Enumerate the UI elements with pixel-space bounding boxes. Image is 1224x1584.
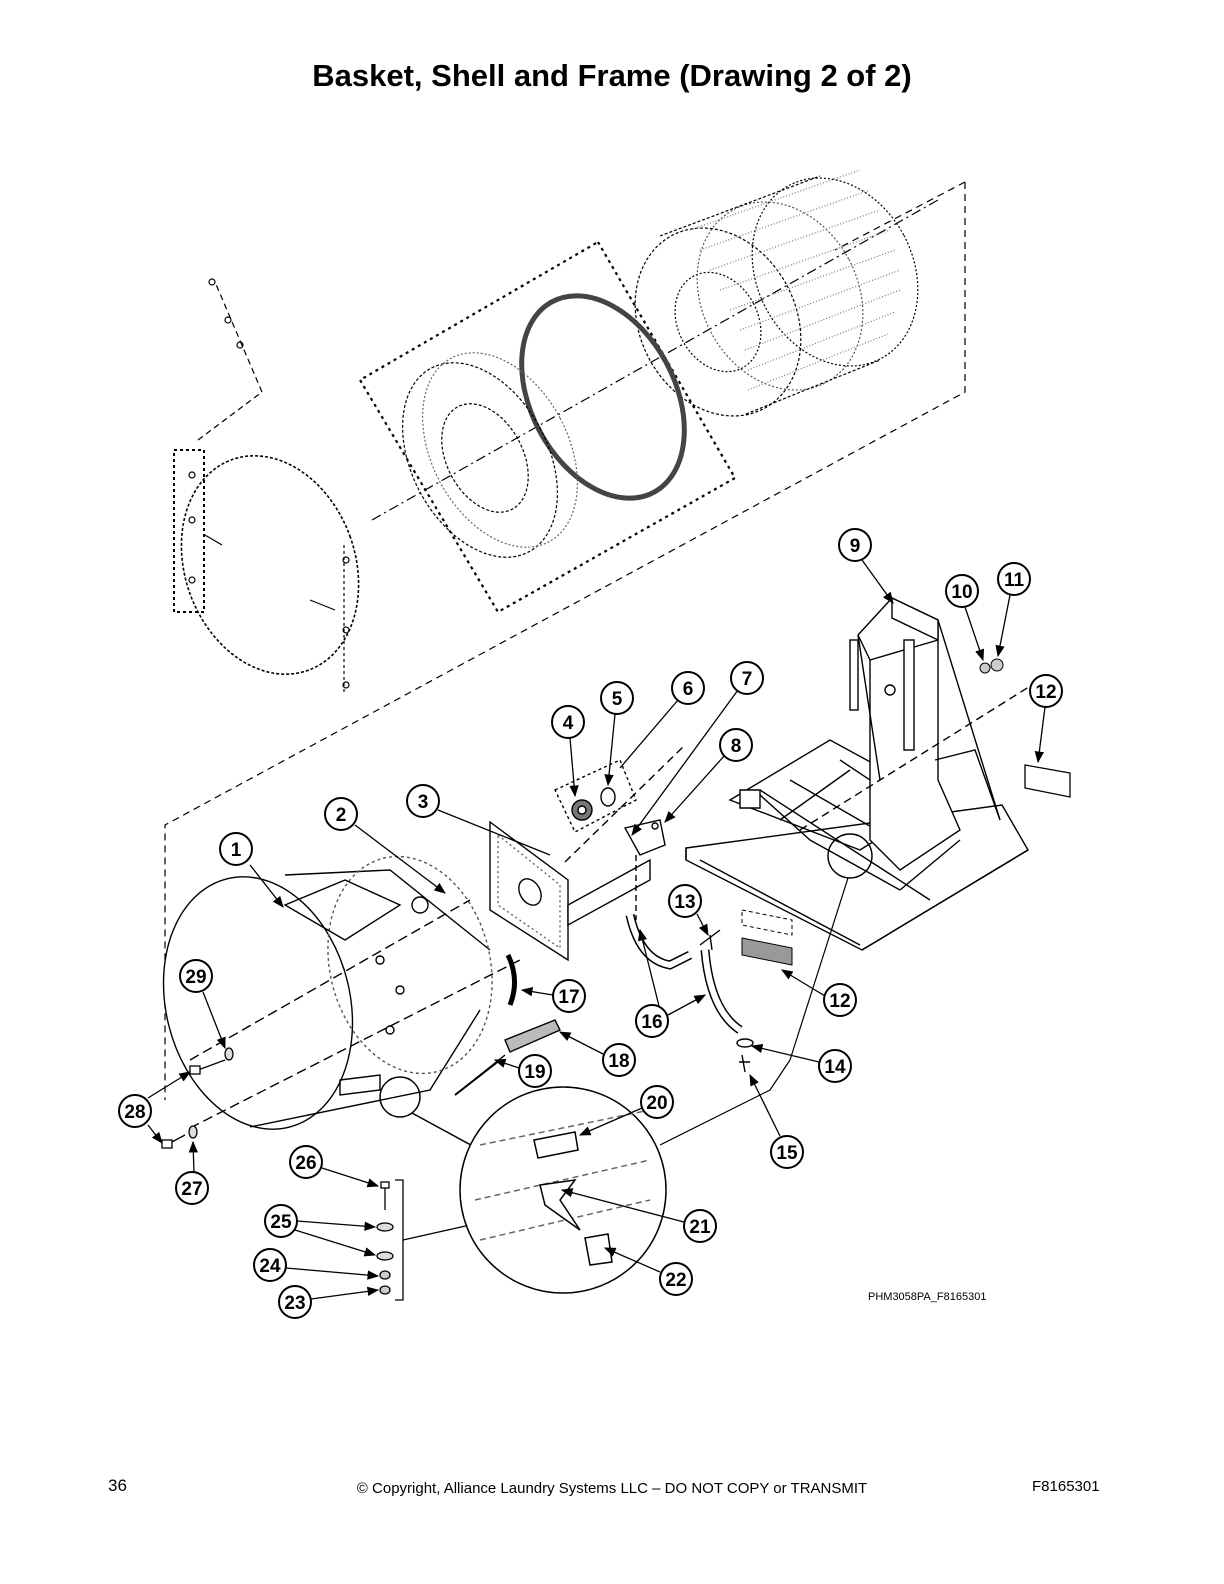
callouts: 1 2 3 4 5 6 7 8 9 10 11 12 12 13 14 15 1… [118, 528, 1063, 1319]
callout-16: 16 [635, 928, 707, 1038]
copyright-notice: © Copyright, Alliance Laundry Systems LL… [356, 1480, 868, 1497]
washer-10 [979, 662, 991, 674]
svg-text:16: 16 [641, 1012, 662, 1033]
svg-text:24: 24 [259, 1256, 281, 1277]
callout-18: 18 [558, 1031, 636, 1077]
svg-text:1: 1 [231, 840, 242, 861]
callout-15: 15 [749, 1073, 804, 1169]
frame-assembly [685, 596, 1041, 951]
detail-magnified-view [379, 1076, 667, 1294]
outer-shell [162, 855, 521, 1130]
svg-text:28: 28 [124, 1102, 145, 1123]
svg-text:22: 22 [665, 1270, 686, 1291]
callout-5: 5 [600, 681, 634, 787]
svg-text:15: 15 [776, 1143, 798, 1164]
bearing-parts [554, 759, 666, 920]
svg-text:7: 7 [742, 669, 753, 690]
svg-text:3: 3 [418, 792, 429, 813]
svg-text:10: 10 [951, 582, 972, 603]
callout-21: 21 [560, 1188, 717, 1243]
svg-text:17: 17 [558, 987, 579, 1008]
shell-small-parts [454, 953, 561, 1096]
callout-8: 8 [664, 728, 753, 823]
svg-text:18: 18 [608, 1051, 629, 1072]
callout-28: 28 [118, 1071, 191, 1144]
callout-12-top: 12 [1029, 674, 1063, 764]
label-plate-lower [741, 937, 793, 966]
callout-17: 17 [520, 979, 586, 1013]
frame-detail-circle [827, 833, 873, 879]
callout-19: 19 [493, 1054, 552, 1088]
svg-text:8: 8 [731, 736, 742, 757]
callout-7: 7 [631, 661, 764, 836]
svg-text:19: 19 [524, 1062, 545, 1083]
svg-text:23: 23 [284, 1293, 305, 1314]
door-ring [180, 455, 360, 675]
svg-text:26: 26 [295, 1153, 316, 1174]
callout-12-lower: 12 [780, 969, 857, 1017]
svg-text:6: 6 [683, 679, 694, 700]
callout-4: 4 [551, 705, 585, 798]
callout-3: 3 [406, 784, 551, 856]
callout-25: 25 [264, 1204, 377, 1257]
svg-text:12: 12 [829, 991, 850, 1012]
basket-cylinder [634, 169, 919, 417]
svg-text:27: 27 [181, 1179, 202, 1200]
svg-text:14: 14 [824, 1057, 846, 1078]
callout-27: 27 [175, 1140, 209, 1205]
front-ring [402, 352, 578, 558]
svg-text:25: 25 [270, 1212, 292, 1233]
callout-22: 22 [603, 1247, 693, 1296]
label-plate-right [1024, 764, 1071, 798]
callout-14: 14 [750, 1043, 852, 1083]
svg-text:2: 2 [336, 805, 347, 826]
nut-11 [990, 658, 1004, 672]
callout-26: 26 [289, 1145, 380, 1188]
mount-hardware [161, 1047, 471, 1301]
svg-text:21: 21 [689, 1217, 711, 1238]
callout-24: 24 [253, 1248, 380, 1282]
page-title: Basket, Shell and Frame (Drawing 2 of 2) [312, 58, 912, 93]
callout-1: 1 [219, 832, 284, 908]
svg-text:5: 5 [612, 689, 623, 710]
callout-29: 29 [179, 959, 226, 1050]
svg-text:20: 20 [646, 1093, 667, 1114]
svg-text:4: 4 [563, 713, 574, 734]
page-number: 36 [108, 1476, 127, 1495]
callout-6: 6 [619, 671, 705, 769]
svg-text:29: 29 [185, 967, 206, 988]
document-code: F8165301 [1032, 1478, 1100, 1495]
callout-11: 11 [995, 562, 1031, 658]
callout-23: 23 [278, 1285, 380, 1319]
door-gasket [519, 293, 687, 501]
drawing-code: PHM3058PA_F8165301 [868, 1291, 986, 1303]
callout-9: 9 [838, 528, 894, 604]
callout-20: 20 [578, 1085, 674, 1136]
callout-10: 10 [945, 574, 985, 662]
callout-2: 2 [324, 797, 446, 894]
svg-text:13: 13 [674, 892, 695, 913]
drain-hoses [625, 913, 754, 1073]
basket-assembly [164, 169, 966, 1100]
svg-text:9: 9 [850, 536, 861, 557]
svg-text:11: 11 [1004, 570, 1025, 591]
svg-text:12: 12 [1035, 682, 1056, 703]
bearing-plate [489, 744, 686, 962]
callout-13: 13 [668, 884, 709, 937]
